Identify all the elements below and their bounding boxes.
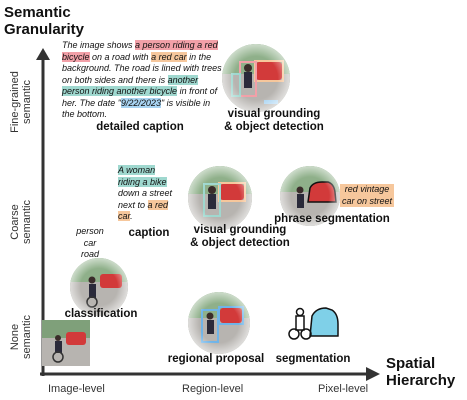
classification-image	[70, 258, 128, 316]
vg-fine-image	[222, 44, 290, 112]
classification-label: classification	[64, 308, 138, 320]
phrase-seg-phrase: red vintage car on street	[340, 184, 394, 207]
vg-coarse-image	[188, 166, 252, 230]
x-tick-region-level: Region-level	[182, 383, 244, 395]
x-tick-pixel-level: Pixel-level	[318, 383, 369, 395]
x-axis-arrow	[40, 367, 380, 381]
origin-image	[42, 320, 90, 366]
caption-text: A woman riding a bike down a street next…	[118, 165, 173, 221]
x-tick-image-level: Image-level	[48, 383, 105, 395]
phrase-seg-label: phrase segmentation	[274, 213, 390, 225]
vg-coarse-label: visual grounding& object detection	[190, 224, 290, 249]
detailed-caption-label: detailed caption	[96, 121, 184, 133]
detailed-caption-text: The image shows a person riding a red bi…	[62, 40, 222, 119]
classification-objects: person car road	[76, 226, 104, 259]
vg-fine-label: visual grounding& object detection	[224, 108, 324, 133]
caption-label: caption	[128, 227, 170, 239]
regional-proposal-image	[188, 292, 250, 354]
x-axis-title: Spatial Hierarchy	[386, 355, 456, 389]
segmentation-label: segmentation	[275, 353, 351, 365]
y-axis-title: Semantic Granularity	[4, 4, 85, 38]
regional-proposal-label: regional proposal	[167, 353, 265, 365]
phrase-seg-image	[280, 166, 340, 226]
segmentation-image	[280, 292, 342, 354]
